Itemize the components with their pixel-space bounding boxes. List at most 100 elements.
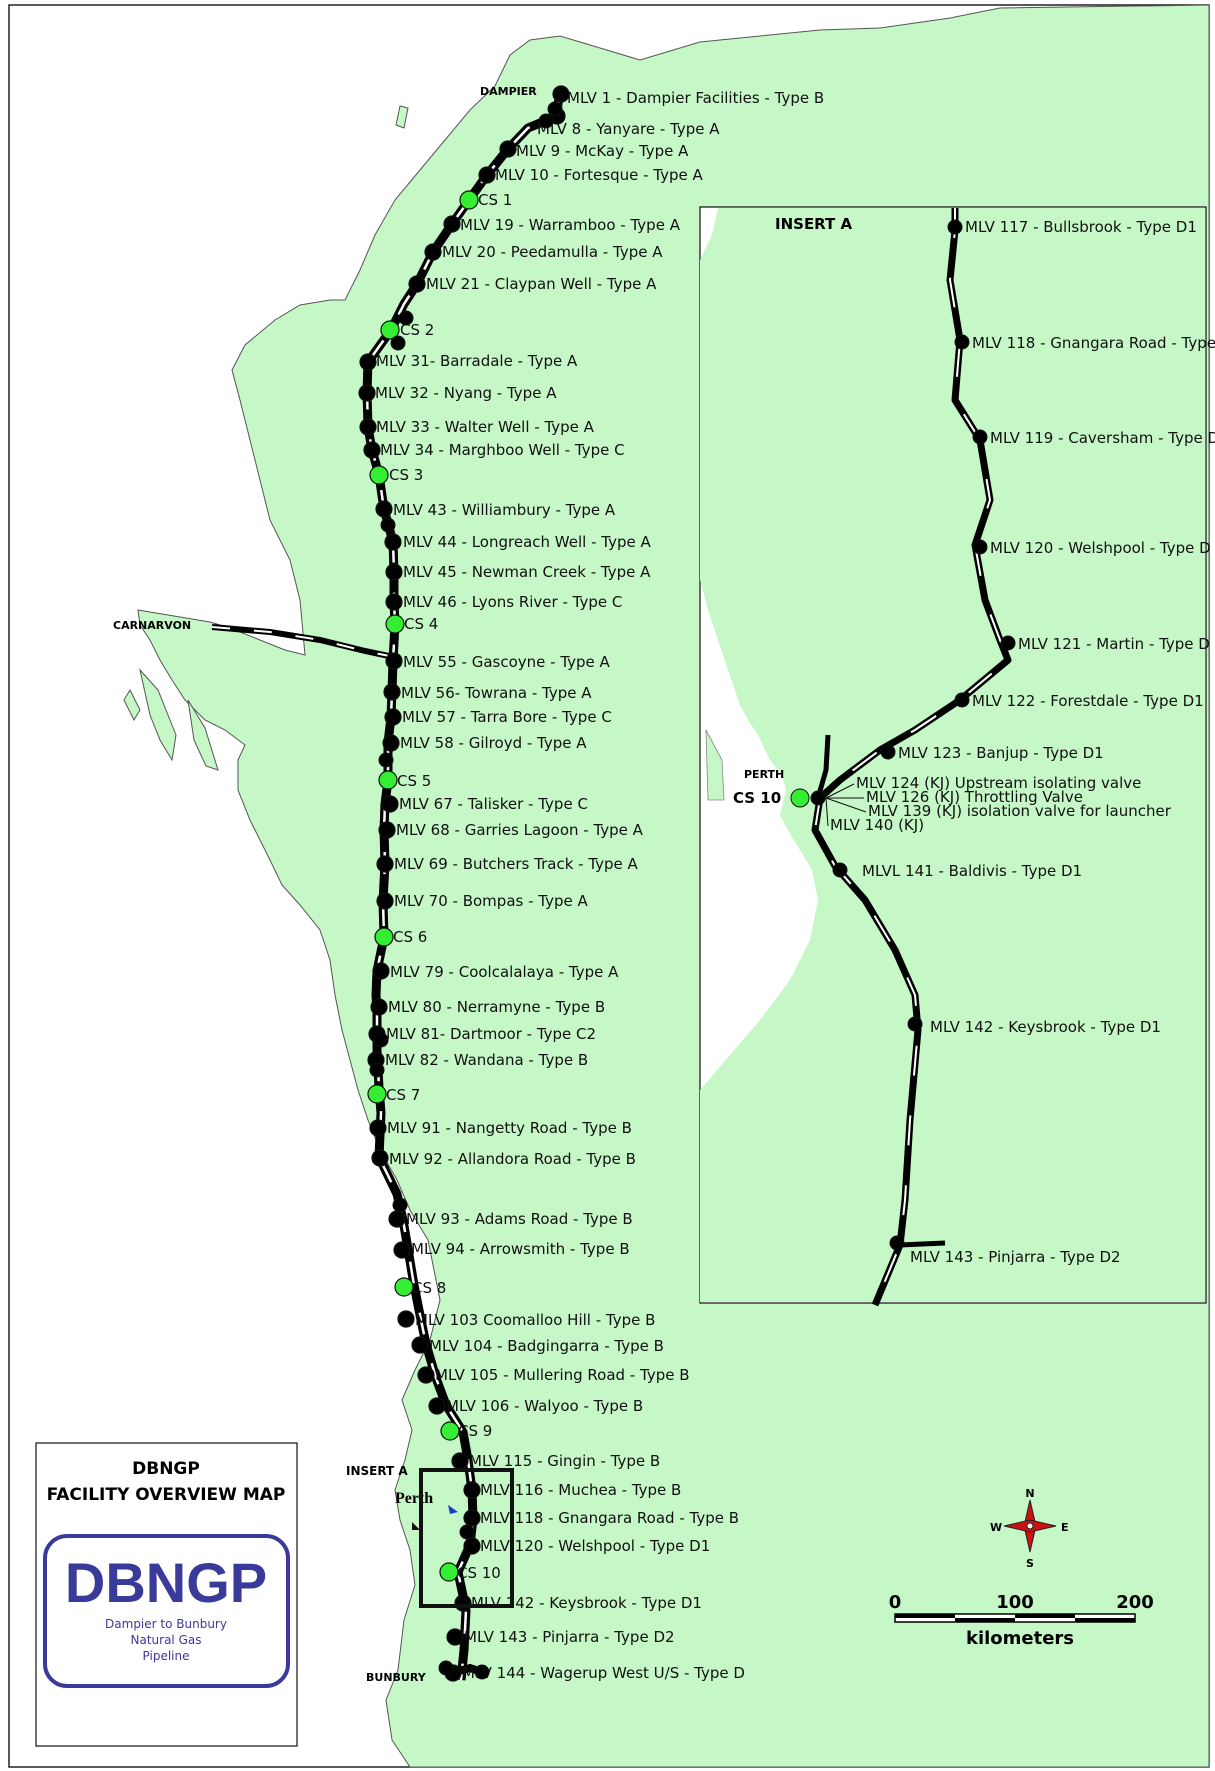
pipeline-inner [365, 93, 563, 1681]
valve-label: MLV 70 - Bompas - Type A [394, 892, 588, 910]
insert-valve-label: MLV 119 - Caversham - Type D [990, 429, 1215, 447]
valve-label: MLV 105 - Mullering Road - Type B [435, 1366, 690, 1384]
insert-leader-line [825, 797, 867, 813]
valve-marker [363, 441, 381, 459]
logo-subtitle-3: Pipeline [143, 1649, 190, 1663]
valve-marker [463, 1481, 481, 1499]
valve-label: MLV 31- Barradale - Type A [376, 352, 578, 370]
compressor-station-label: CS 8 [412, 1279, 446, 1297]
valve-label: MLV 58 - Gilroyd - Type A [400, 734, 587, 752]
valve-marker [380, 517, 396, 533]
compressor-station-marker [385, 614, 405, 634]
compressor-station-label: CS 5 [397, 772, 431, 790]
compressor-station-label: CS 3 [389, 466, 423, 484]
valve-label: MLV 9 - McKay - Type A [516, 142, 689, 160]
valve-label: MLV 55 - Gascoyne - Type A [403, 653, 611, 671]
valve-label: MLV 56- Towrana - Type A [401, 684, 592, 702]
valve-label: MLV 120 - Welshpool - Type D1 [480, 1537, 710, 1555]
insert-branch [899, 1240, 946, 1248]
valve-marker [438, 1660, 454, 1676]
valve-label: MLV 91 - Nangetty Road - Type B [387, 1119, 632, 1137]
dbngp-logo [43, 1534, 290, 1688]
valve-label: MLV 44 - Longreach Well - Type A [403, 533, 651, 551]
valve-label: MLV 8 - Yanyare - Type A [537, 120, 720, 138]
logo-text: DBNGP [65, 1551, 267, 1614]
compressor-station-label: CS 10 [457, 1564, 501, 1582]
valve-label: MLV 144 - Wagerup West U/S - Type D [462, 1664, 745, 1682]
valve-label: MLV 43 - Williambury - Type A [393, 501, 616, 519]
scale-tick-0: 0 [889, 1592, 902, 1613]
valve-marker [375, 500, 393, 518]
legend-box: DBNGP FACILITY OVERVIEW MAP DBNGP Dampie… [35, 1442, 298, 1747]
carnarvon-lateral [211, 624, 395, 660]
valve-marker [397, 1310, 415, 1328]
valve-label: MLV 32 - Nyang - Type A [375, 384, 557, 402]
insert-leader-line [825, 783, 855, 799]
valve-label: MLV 10 - Fortesque - Type A [495, 166, 704, 184]
valve-label: MLV 1 - Dampier Facilities - Type B [567, 89, 824, 107]
valve-marker [443, 215, 461, 233]
compressor-station-marker [374, 927, 394, 947]
insert-valve-label: MLV 120 - Welshpool - Type D [990, 539, 1211, 557]
place-dampier: DAMPIER [480, 85, 537, 98]
scale-unit: kilometers [966, 1628, 1074, 1649]
valve-marker [454, 1594, 472, 1612]
valve-label: MLV 93 - Adams Road - Type B [406, 1210, 633, 1228]
insert-valve-label: MLV 140 (KJ) [830, 816, 924, 834]
valve-label: MLV 34 - Marghboo Well - Type C [380, 441, 625, 459]
legend-title-line1: DBNGP [132, 1459, 200, 1479]
valve-marker [385, 593, 403, 611]
valve-marker [383, 683, 401, 701]
valve-marker [408, 275, 426, 293]
valve-marker [538, 113, 554, 129]
valve-marker [370, 998, 388, 1016]
compressor-station-marker [369, 465, 389, 485]
insert-cs10-marker [790, 788, 810, 808]
compressor-station-marker [459, 190, 479, 210]
compressor-station-marker [394, 1277, 414, 1297]
valve-label: MLV 94 - Arrowsmith - Type B [411, 1240, 630, 1258]
valve-marker [552, 85, 570, 103]
island [123, 688, 141, 722]
compressor-station-marker [439, 1562, 459, 1582]
insert-a-panel: INSERT A PERTH CS 10 MLV 117 - Bullsbroo… [699, 206, 1215, 1307]
insert-branch [815, 734, 831, 799]
valve-label: MLV 45 - Newman Creek - Type A [403, 563, 651, 581]
valve-marker [459, 1524, 475, 1540]
valve-marker [424, 243, 442, 261]
compressor-station-marker [378, 770, 398, 790]
compressor-station-label: CS 6 [393, 928, 427, 946]
valve-marker [392, 1197, 408, 1213]
valve-label: MLV 118 - Gnangara Road - Type B [480, 1509, 739, 1527]
valve-marker [371, 1149, 389, 1167]
valve-marker [547, 101, 563, 117]
valve-marker [451, 1452, 469, 1470]
valve-marker [358, 384, 376, 402]
compressor-station-label: CS 9 [458, 1422, 492, 1440]
insert-valve-marker [832, 862, 848, 878]
valve-marker [372, 962, 390, 980]
valve-label: MLV 68 - Garries Lagoon - Type A [396, 821, 644, 839]
insert-valve-label: MLV 143 - Pinjarra - Type D2 [910, 1248, 1121, 1266]
insert-valve-marker [972, 429, 988, 445]
valve-marker [359, 353, 377, 371]
island [395, 105, 409, 129]
north-arrow-icon: N S E W [990, 1487, 1069, 1570]
valve-label: MLV 116 - Muchea - Type B [480, 1481, 681, 1499]
valve-label: MLV 103 Coomalloo Hill - Type B [415, 1311, 655, 1329]
compressor-station-marker [440, 1421, 460, 1441]
compass-e: E [1061, 1521, 1069, 1534]
valve-marker [499, 140, 517, 158]
valve-marker [385, 563, 403, 581]
place-carnarvon: CARNARVON [113, 619, 191, 632]
insert-valve-label: MLV 126 (KJ) Throttling Valve [866, 788, 1083, 806]
facility-markers: MLV 1 - Dampier Facilities - Type B MLV 8… [358, 85, 824, 1682]
insert-perth: PERTH [744, 768, 784, 781]
insert-valve-label: MLV 142 - Keysbrook - Type D1 [930, 1018, 1161, 1036]
scale-tick-100: 100 [996, 1592, 1034, 1613]
valve-label: MLV 92 - Allandora Road - Type B [389, 1150, 636, 1168]
place-bunbury: BUNBURY [366, 1671, 427, 1684]
perth-arrow [412, 1522, 420, 1530]
valve-marker [393, 1241, 411, 1259]
